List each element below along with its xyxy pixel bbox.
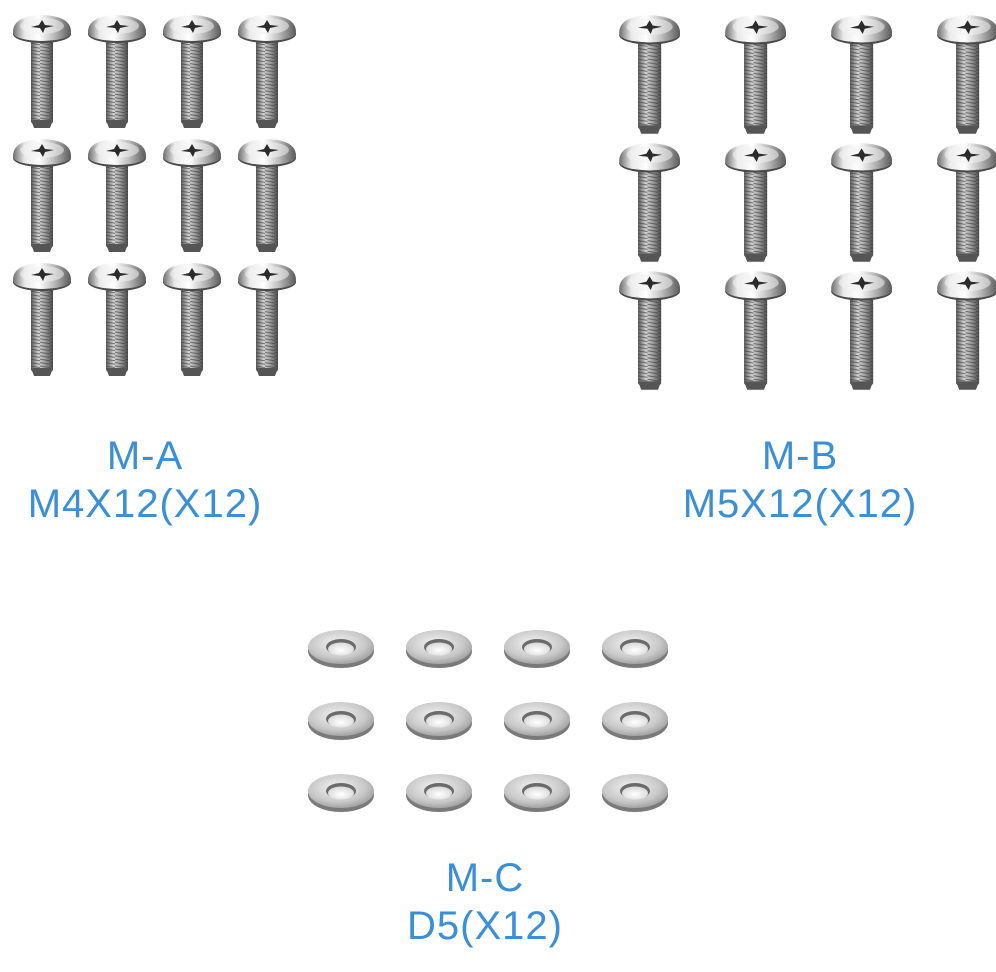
pan-head-phillips-screw-icon (13, 15, 71, 128)
flat-washer-icon (602, 630, 668, 668)
pan-head-phillips-screw-icon (238, 139, 296, 252)
pan-head-phillips-screw-icon (160, 260, 224, 378)
pan-head-phillips-screw-icon (619, 15, 681, 134)
pan-head-phillips-screw-icon (10, 136, 74, 254)
pan-head-phillips-screw-icon (88, 263, 146, 376)
pan-head-phillips-screw-icon (160, 12, 224, 130)
part-code: M-C (445, 856, 525, 900)
flat-washer-icon (502, 698, 572, 742)
flat-washer-icon (306, 770, 376, 814)
part-spec: M5X12(X12) (682, 482, 918, 526)
pan-head-phillips-screw-icon (235, 260, 299, 378)
part-code: M-A (106, 434, 184, 478)
flat-washer-icon (308, 630, 374, 668)
flat-washer-icon (406, 774, 472, 812)
pan-head-phillips-screw-icon (163, 15, 221, 128)
pan-head-phillips-screw-icon (619, 143, 681, 262)
pan-head-phillips-screw-icon (616, 12, 683, 136)
flat-washer-icon (504, 630, 570, 668)
pan-head-phillips-screw-icon (722, 268, 789, 392)
flat-washer-icon (602, 702, 668, 740)
pan-head-phillips-screw-icon (13, 263, 71, 376)
pan-head-phillips-screw-icon (616, 268, 683, 392)
screw-grid-m-a (10, 12, 310, 382)
flat-washer-icon (600, 698, 670, 742)
part-code: M-B (761, 434, 839, 478)
pan-head-phillips-screw-icon (163, 263, 221, 376)
pan-head-phillips-screw-icon (85, 136, 149, 254)
part-spec: M4X12(X12) (27, 482, 263, 526)
pan-head-phillips-screw-icon (88, 139, 146, 252)
flat-washer-icon (502, 770, 572, 814)
part-label-m-b: M-B M5X12(X12) (655, 432, 945, 528)
flat-washer-icon (406, 630, 472, 668)
pan-head-phillips-screw-icon (13, 139, 71, 252)
pan-head-phillips-screw-icon (616, 140, 683, 264)
screw-grid-m-b (616, 12, 996, 390)
washer-grid-m-c (306, 626, 676, 826)
part-label-m-a: M-A M4X12(X12) (0, 432, 290, 528)
flat-washer-icon (306, 626, 376, 670)
pan-head-phillips-screw-icon (10, 12, 74, 130)
flat-washer-icon (600, 626, 670, 670)
pan-head-phillips-screw-icon (725, 271, 787, 390)
pan-head-phillips-screw-icon (238, 263, 296, 376)
pan-head-phillips-screw-icon (934, 140, 996, 264)
pan-head-phillips-screw-icon (831, 15, 893, 134)
pan-head-phillips-screw-icon (725, 143, 787, 262)
pan-head-phillips-screw-icon (934, 12, 996, 136)
pan-head-phillips-screw-icon (88, 15, 146, 128)
pan-head-phillips-screw-icon (725, 15, 787, 134)
pan-head-phillips-screw-icon (937, 15, 996, 134)
pan-head-phillips-screw-icon (85, 12, 149, 130)
pan-head-phillips-screw-icon (619, 271, 681, 390)
pan-head-phillips-screw-icon (85, 260, 149, 378)
part-group-m-c: M-C D5(X12) (300, 620, 680, 972)
pan-head-phillips-screw-icon (235, 136, 299, 254)
flat-washer-icon (502, 626, 572, 670)
pan-head-phillips-screw-icon (722, 12, 789, 136)
pan-head-phillips-screw-icon (828, 140, 895, 264)
flat-washer-icon (404, 626, 474, 670)
part-spec: D5(X12) (407, 904, 563, 948)
pan-head-phillips-screw-icon (937, 143, 996, 262)
pan-head-phillips-screw-icon (163, 139, 221, 252)
flat-washer-icon (306, 698, 376, 742)
flat-washer-icon (504, 774, 570, 812)
part-label-m-c: M-C D5(X12) (340, 854, 630, 950)
pan-head-phillips-screw-icon (160, 136, 224, 254)
flat-washer-icon (602, 774, 668, 812)
flat-washer-icon (308, 774, 374, 812)
flat-washer-icon (308, 702, 374, 740)
pan-head-phillips-screw-icon (828, 12, 895, 136)
part-group-m-a: M-A M4X12(X12) (0, 0, 330, 540)
pan-head-phillips-screw-icon (831, 271, 893, 390)
pan-head-phillips-screw-icon (10, 260, 74, 378)
pan-head-phillips-screw-icon (831, 143, 893, 262)
pan-head-phillips-screw-icon (238, 15, 296, 128)
part-group-m-b: M-B M5X12(X12) (600, 0, 996, 540)
pan-head-phillips-screw-icon (722, 140, 789, 264)
pan-head-phillips-screw-icon (828, 268, 895, 392)
pan-head-phillips-screw-icon (937, 271, 996, 390)
flat-washer-icon (404, 698, 474, 742)
pan-head-phillips-screw-icon (235, 12, 299, 130)
flat-washer-icon (600, 770, 670, 814)
flat-washer-icon (404, 770, 474, 814)
pan-head-phillips-screw-icon (934, 268, 996, 392)
flat-washer-icon (406, 702, 472, 740)
flat-washer-icon (504, 702, 570, 740)
